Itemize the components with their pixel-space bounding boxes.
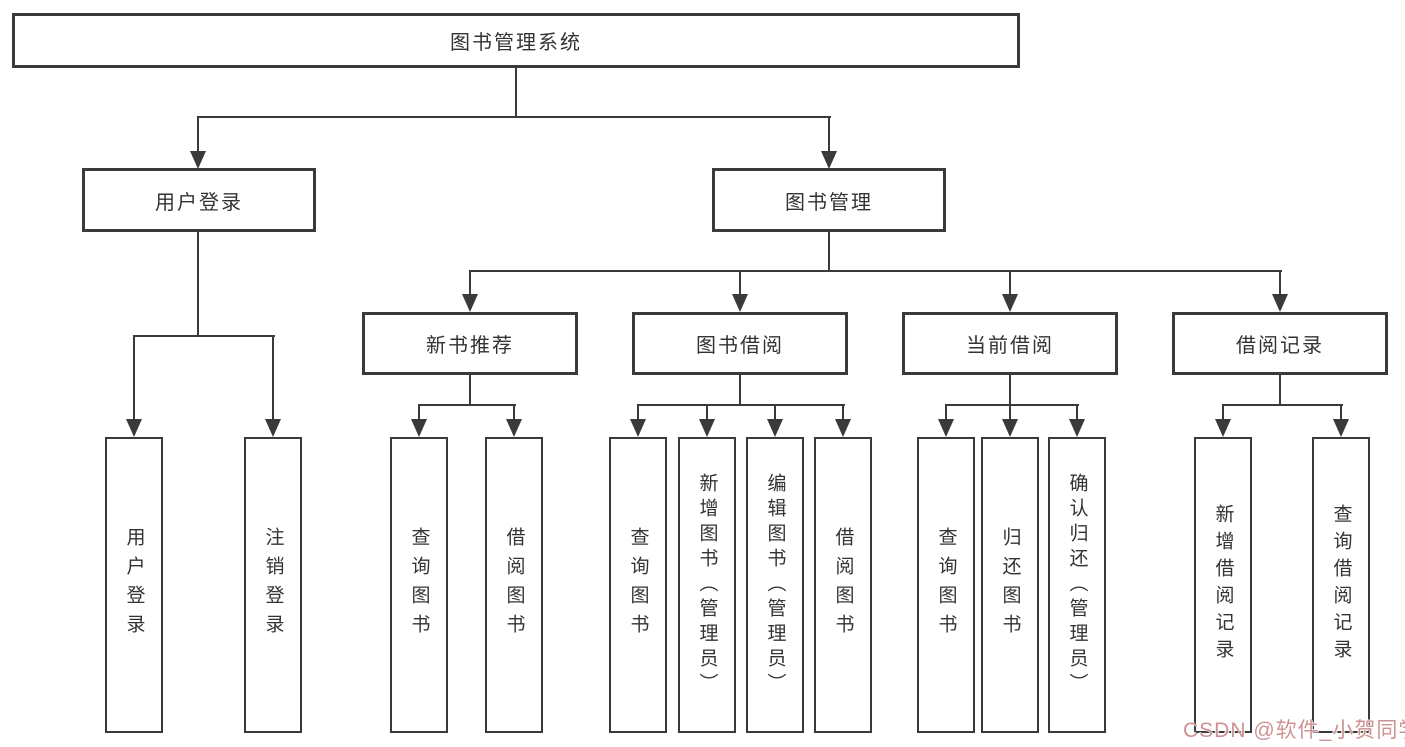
arrow-down-icon	[835, 419, 851, 437]
connector-line	[739, 270, 741, 297]
connector-line	[1009, 404, 1011, 421]
connector-line	[637, 404, 845, 406]
arrow-down-icon	[1069, 419, 1085, 437]
connector-line	[1340, 404, 1342, 421]
arrow-down-icon	[699, 419, 715, 437]
node-borrowing-records: 借阅记录	[1172, 312, 1388, 375]
arrow-down-icon	[190, 151, 206, 169]
connector-line	[513, 404, 515, 421]
connector-line	[945, 404, 947, 421]
node-label: 当前借阅	[966, 335, 1054, 357]
connector-line	[774, 404, 776, 421]
arrow-down-icon	[1002, 419, 1018, 437]
leaf-query-borrow-record: 查询借阅记录	[1312, 437, 1370, 733]
leaf-label: 借阅图书	[832, 527, 854, 643]
connector-line	[469, 270, 1282, 272]
node-book-borrowing: 图书借阅	[632, 312, 848, 375]
arrow-down-icon	[938, 419, 954, 437]
node-label: 图书管理	[785, 191, 873, 214]
connector-line	[469, 270, 471, 297]
node-new-book-recommendation: 新书推荐	[362, 312, 578, 375]
leaf-user-login: 用户登录	[105, 437, 163, 733]
leaf-label: 新增借阅记录	[1212, 504, 1234, 666]
leaf-label: 确认归还（管理员）	[1066, 472, 1088, 698]
connector-line	[197, 116, 199, 154]
node-library-management-system: 图书管理系统	[12, 13, 1020, 68]
connector-line	[828, 116, 830, 154]
connector-line	[739, 374, 741, 406]
connector-line	[469, 374, 471, 406]
node-label: 借阅记录	[1236, 335, 1324, 357]
leaf-label: 借阅图书	[503, 527, 525, 643]
leaf-query-books-current: 查询图书	[917, 437, 975, 733]
node-current-borrowing: 当前借阅	[902, 312, 1118, 375]
arrow-down-icon	[630, 419, 646, 437]
arrow-down-icon	[506, 419, 522, 437]
connector-line	[418, 404, 420, 421]
connector-line	[842, 404, 844, 421]
arrow-down-icon	[767, 419, 783, 437]
node-book-management: 图书管理	[712, 168, 946, 232]
node-label: 图书借阅	[696, 335, 784, 357]
leaf-label: 查询图书	[627, 527, 649, 643]
leaf-label: 查询图书	[408, 527, 430, 643]
connector-line	[133, 335, 135, 421]
connector-line	[197, 231, 199, 337]
leaf-query-books-borrowing: 查询图书	[609, 437, 667, 733]
connector-line	[515, 67, 517, 118]
arrow-down-icon	[462, 294, 478, 312]
connector-line	[706, 404, 708, 421]
connector-line	[1076, 404, 1078, 421]
watermark: CSDN @软件_小贺同学	[1183, 719, 1405, 742]
leaf-label: 编辑图书（管理员）	[764, 472, 786, 698]
leaf-edit-books-admin: 编辑图书（管理员）	[746, 437, 804, 733]
connector-line	[1009, 270, 1011, 297]
leaf-label: 归还图书	[999, 527, 1021, 643]
leaf-add-books-admin: 新增图书（管理员）	[678, 437, 736, 733]
arrow-down-icon	[411, 419, 427, 437]
leaf-query-books-recommend: 查询图书	[390, 437, 448, 733]
connector-line	[272, 335, 274, 421]
arrow-down-icon	[1272, 294, 1288, 312]
arrow-down-icon	[821, 151, 837, 169]
arrow-down-icon	[732, 294, 748, 312]
connector-line	[1009, 374, 1011, 406]
leaf-add-borrow-record: 新增借阅记录	[1194, 437, 1252, 733]
connector-line	[1222, 404, 1343, 406]
connector-line	[133, 335, 275, 337]
leaf-label: 用户登录	[123, 527, 145, 643]
connector-line	[1222, 404, 1224, 421]
leaf-borrow-books-recommend: 借阅图书	[485, 437, 543, 733]
arrow-down-icon	[265, 419, 281, 437]
arrow-down-icon	[1002, 294, 1018, 312]
arrow-down-icon	[1215, 419, 1231, 437]
leaf-confirm-return-admin: 确认归还（管理员）	[1048, 437, 1106, 733]
arrow-down-icon	[126, 419, 142, 437]
connector-line	[828, 231, 830, 272]
connector-line	[637, 404, 639, 421]
leaf-logout: 注销登录	[244, 437, 302, 733]
connector-line	[418, 404, 516, 406]
node-label: 新书推荐	[426, 335, 514, 357]
connector-line	[197, 116, 831, 118]
leaf-return-books: 归还图书	[981, 437, 1039, 733]
leaf-label: 查询图书	[935, 527, 957, 643]
connector-line	[945, 404, 1079, 406]
connector-line	[1279, 374, 1281, 406]
node-label: 用户登录	[155, 191, 243, 214]
node-label: 图书管理系统	[450, 32, 582, 54]
connector-line	[1279, 270, 1281, 297]
leaf-label: 查询借阅记录	[1330, 504, 1352, 666]
leaf-label: 新增图书（管理员）	[696, 472, 718, 698]
arrow-down-icon	[1333, 419, 1349, 437]
leaf-borrow-books-borrowing: 借阅图书	[814, 437, 872, 733]
leaf-label: 注销登录	[262, 527, 284, 643]
node-user-login: 用户登录	[82, 168, 316, 232]
